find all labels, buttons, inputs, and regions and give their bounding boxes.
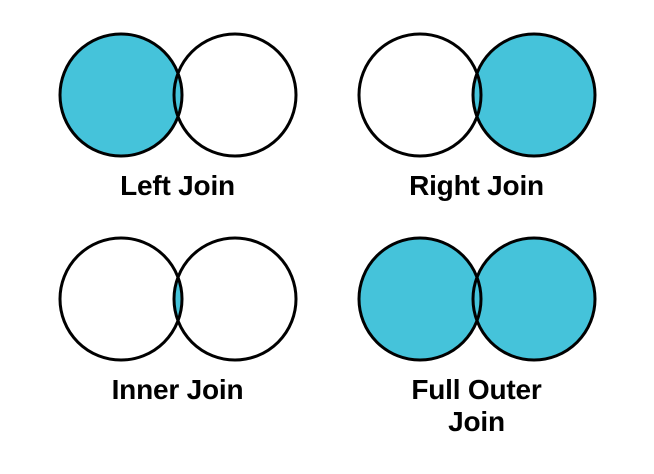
venn-full-outer-join-icon xyxy=(357,236,596,362)
venn-right-circle-outline xyxy=(471,32,596,158)
venn-left-circle-outline xyxy=(357,236,482,362)
venn-cell-left-join: Left Join xyxy=(14,28,341,202)
venn-right-circle-outline xyxy=(172,236,297,362)
venn-left-circle xyxy=(358,34,481,156)
venn-label-left-join: Left Join xyxy=(120,170,235,201)
venn-left-circle xyxy=(358,238,481,360)
venn-left-circle-outline xyxy=(58,32,183,158)
venn-left-circle xyxy=(59,238,182,360)
venn-right-circle-outline xyxy=(172,32,297,158)
venn-cell-inner-join: Inner Join xyxy=(14,232,341,406)
venn-label-inner-join: Inner Join xyxy=(111,374,244,405)
venn-label-full-outer-join: Full Outer Join xyxy=(411,374,542,438)
venn-cell-right-join: Right Join xyxy=(313,28,640,202)
venn-right-circle xyxy=(173,238,296,360)
venn-right-circle xyxy=(472,238,595,360)
venn-cell-full-outer-join: Full Outer Join xyxy=(313,232,640,439)
venn-left-circle-outline xyxy=(58,236,183,362)
venn-right-circle-outline xyxy=(471,236,596,362)
venn-label-right-join: Right Join xyxy=(409,170,544,201)
venn-right-circle xyxy=(472,34,595,156)
venn-inner-join-icon xyxy=(58,236,297,362)
venn-left-circle-outline xyxy=(357,32,482,158)
venn-left-join-icon xyxy=(58,32,297,158)
venn-right-circle xyxy=(173,34,296,156)
venn-right-join-icon xyxy=(357,32,596,158)
venn-left-circle xyxy=(59,34,182,156)
